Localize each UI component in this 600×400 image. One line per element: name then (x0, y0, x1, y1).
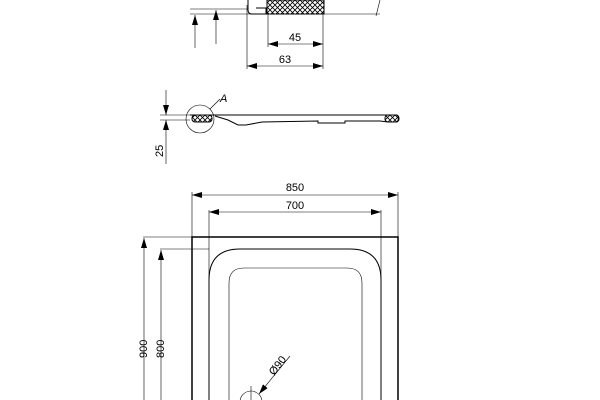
tray-basin (228, 267, 363, 400)
dim-700-label: 700 (286, 200, 304, 212)
tray-rim (208, 248, 382, 400)
detail-a-circle (185, 104, 215, 134)
edge-profile (247, 0, 267, 15)
dim-900-label: 900 (138, 340, 150, 358)
dim-45-label: 45 (289, 32, 301, 44)
dim-drain-label: Ø90 (267, 354, 289, 378)
detail-a-label: A (219, 93, 227, 105)
dim-850-label: 850 (286, 182, 304, 194)
section-view: A 25 (154, 90, 400, 164)
dim-25-label: 25 (154, 145, 166, 157)
edge-detail-view: 45 63 (190, 0, 381, 69)
plan-view: 850 700 900 800 Ø90 (138, 182, 399, 400)
hatched-section (266, 0, 325, 15)
dim-800-label: 800 (155, 340, 167, 358)
dim-63-label: 63 (279, 54, 291, 66)
tray-outline (191, 236, 399, 400)
